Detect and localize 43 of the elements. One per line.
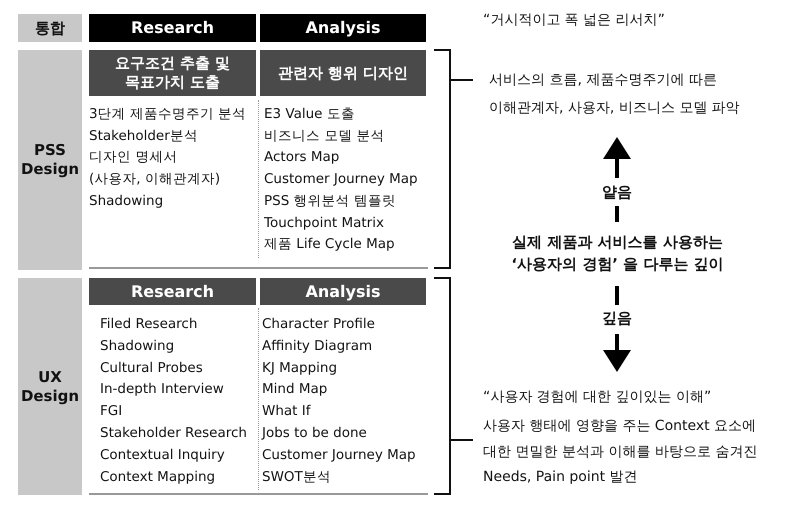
list-item: SWOT분석 <box>262 468 331 487</box>
list-item: Touchpoint Matrix <box>264 214 384 232</box>
list-item: Context Mapping <box>100 468 216 487</box>
list-item: FGI <box>100 402 122 422</box>
list-item: Affinity Diagram <box>262 336 372 356</box>
list-item: Customer Journey Map <box>264 170 418 190</box>
depth-label: 얕음 <box>601 183 633 201</box>
list-item: Stakeholder Research <box>100 424 247 443</box>
list-item: Shadowing <box>100 336 174 356</box>
list-item: In-depth Interview <box>100 380 224 400</box>
subheader-cell: 관련자 행위 디자인 <box>260 50 426 96</box>
list-item: 3단계 제품수명주기 분석 <box>89 105 246 124</box>
header-cell: Analysis <box>260 278 426 305</box>
list-item: 비즈니스 모델 분석 <box>264 126 385 146</box>
list-item: PSS 행위분석 템플릿 <box>264 192 396 211</box>
header-cell: 통합 <box>18 14 82 42</box>
list-item: E3 Value 도출 <box>264 105 355 124</box>
description-text: 서비스의 흐름, 제품수명주기에 따른 이해관계자, 사용자, 비즈니스 모델 파악 <box>489 71 741 118</box>
list-item: Customer Journey Map <box>262 446 416 465</box>
header-cell: Analysis <box>260 14 426 42</box>
list-item: Character Profile <box>262 315 375 334</box>
list-item: Stakeholder분석 <box>89 126 198 146</box>
quote-heading: “사용자 경험에 대한 깊이있는 이해” <box>483 389 712 406</box>
list-item: Cultural Probes <box>100 358 203 378</box>
header-cell: Research <box>89 278 256 305</box>
list-item: Filed Research <box>100 315 198 334</box>
quote-heading: “거시적이고 폭 넓은 리서치” <box>483 12 665 29</box>
list-item: KJ Mapping <box>262 358 338 378</box>
list-item: 제품 Life Cycle Map <box>264 235 395 254</box>
axis-caption: 실제 제품과 서비스를 사용하는 ‘사용자의 경험’ 을 다루는 깊이 <box>510 232 725 275</box>
list-item: Actors Map <box>264 148 340 168</box>
category-band: UX Design <box>18 278 82 495</box>
list-item: Jobs to be done <box>262 424 367 443</box>
header-cell: Research <box>89 14 256 42</box>
list-item: Shadowing <box>89 192 164 211</box>
list-item: Contextual Inquiry <box>100 446 225 465</box>
description-text: 사용자 행태에 영향을 주는 Context 요소에 대한 면밀한 분석과 이해를 바탕으로 숨겨진 Needs, Pain point 발견 <box>483 417 758 487</box>
depth-label: 깊음 <box>601 309 633 327</box>
list-item: Mind Map <box>262 380 328 400</box>
subheader-cell: 요구조건 추출 및 목표가치 도출 <box>89 50 256 96</box>
list-item: What If <box>262 402 310 422</box>
list-item: 디자인 명세서 (사용자, 이해관계자) <box>89 148 222 190</box>
category-band: PSS Design <box>18 50 82 270</box>
